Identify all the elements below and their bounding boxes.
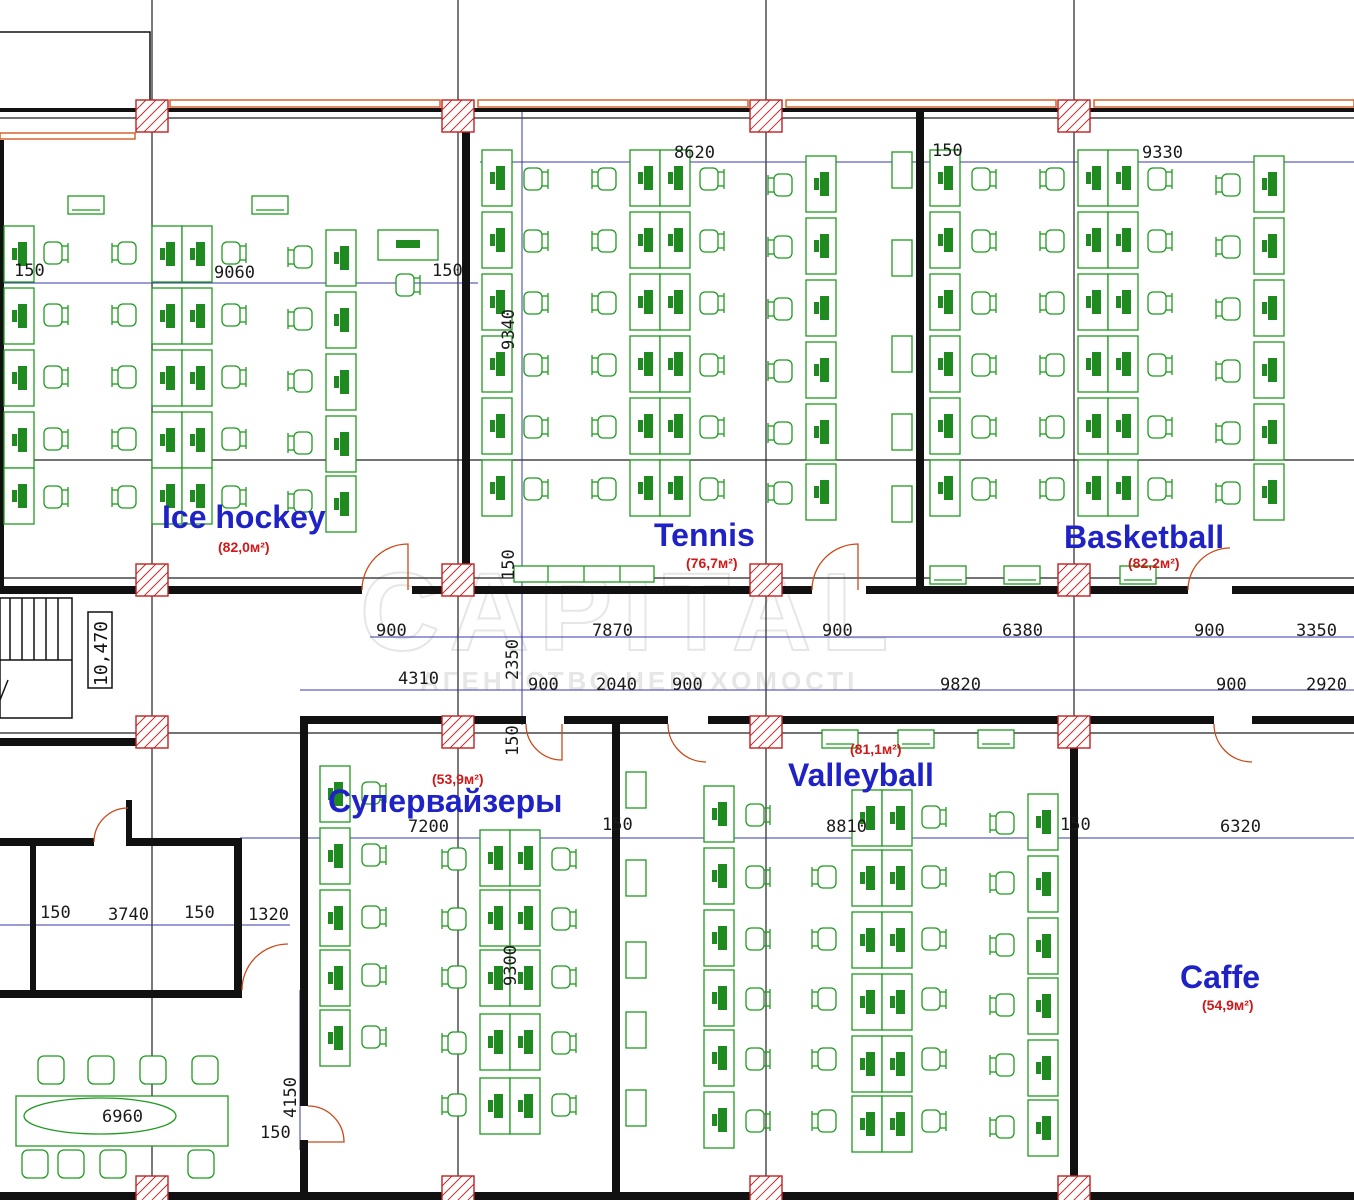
room-area-caffe: (54,9м²) — [1202, 997, 1254, 1013]
doors — [93, 543, 1253, 1143]
hatched-column-icon — [749, 99, 783, 133]
room-name-supervisors: Супервайзеры — [328, 783, 562, 819]
meeting-table — [15, 1055, 229, 1179]
hatched-column-icon — [1057, 1175, 1091, 1200]
elevation-label: 10,470 — [91, 621, 112, 686]
dim-label: 3350 — [1296, 621, 1337, 641]
room-area-basketball: (82,2м²) — [1128, 555, 1180, 571]
dim-label: 9300 — [501, 945, 521, 986]
dim-label: 4150 — [281, 1077, 301, 1118]
door-swing-icon — [361, 543, 409, 591]
hatched-column-icon — [1057, 715, 1091, 749]
furniture-basketball — [891, 149, 1285, 585]
window-strip — [0, 99, 1354, 140]
door-swing-icon — [307, 1105, 345, 1143]
dim-label: 150 — [184, 903, 215, 923]
dim-label: 3740 — [108, 905, 149, 925]
dim-label: 900 — [1194, 621, 1225, 641]
furniture-valleyball — [625, 729, 1059, 1157]
hatched-column-icon — [1057, 563, 1091, 597]
room-name-valleyball: Valleyball — [788, 757, 934, 793]
hatched-column-icon — [1057, 99, 1091, 133]
door-swing-icon — [241, 943, 289, 991]
dimension-labels: 150 9060 150 8620 9340 150 9330 150 900 … — [14, 141, 1347, 1143]
dim-label: 150 — [14, 261, 45, 281]
hatched-column-icon — [441, 99, 475, 133]
room-area-tennis: (76,7м²) — [686, 555, 738, 571]
hatched-column-icon — [749, 563, 783, 597]
room-name-basketball: Basketball — [1064, 519, 1224, 555]
dim-label: 8810 — [826, 817, 867, 837]
hatched-column-icon — [135, 715, 169, 749]
dim-label: 900 — [672, 675, 703, 695]
furniture-ice-hockey — [3, 195, 439, 533]
door-swing-icon — [811, 543, 859, 591]
hatched-column-icon — [441, 715, 475, 749]
hatched-column-icon — [135, 563, 169, 597]
hatched-column-icon — [135, 1175, 169, 1200]
dim-label: 900 — [528, 675, 559, 695]
dim-label: 9060 — [214, 263, 255, 283]
dim-label: 150 — [432, 261, 463, 281]
door-swing-icon — [525, 723, 563, 761]
walls — [0, 31, 1354, 1200]
door-swing-icon — [667, 723, 707, 763]
room-labels: Ice hockey (82,0м²) Tennis (76,7м²) Bask… — [162, 499, 1260, 1013]
dim-label: 900 — [376, 621, 407, 641]
dim-label: 6320 — [1220, 817, 1261, 837]
door-swing-icon — [1213, 723, 1253, 763]
hatched-column-icon — [441, 563, 475, 597]
dim-label: 2350 — [503, 639, 523, 680]
hatched-column-icon — [441, 1175, 475, 1200]
dim-label: 150 — [40, 903, 71, 923]
hatched-column-icon — [135, 99, 169, 133]
dim-label: 2920 — [1306, 675, 1347, 695]
dim-label: 150 — [499, 549, 519, 580]
dim-label: 8620 — [674, 143, 715, 163]
room-name-tennis: Tennis — [654, 517, 755, 553]
dim-label: 2040 — [596, 675, 637, 695]
dim-label: 900 — [822, 621, 853, 641]
hatched-column-icon — [749, 715, 783, 749]
hatched-column-icon — [749, 1175, 783, 1200]
svg-text:АГЕНТСТВО НЕРУХОМОСТІ: АГЕНТСТВО НЕРУХОМОСТІ — [420, 666, 858, 696]
furniture-tennis — [481, 149, 837, 583]
dim-label: 6380 — [1002, 621, 1043, 641]
dim-label: 7870 — [592, 621, 633, 641]
dim-label: 150 — [503, 725, 523, 756]
dim-label: 6960 — [102, 1107, 143, 1127]
stairs-icon — [0, 597, 113, 719]
dim-label: 150 — [260, 1123, 291, 1143]
room-area-supervisors: (53,9м²) — [432, 771, 484, 787]
dim-label: 1320 — [248, 905, 289, 925]
dim-label: 4310 — [398, 669, 439, 689]
dim-label: 7200 — [408, 817, 449, 837]
room-name-ice-hockey: Ice hockey — [162, 499, 326, 535]
dim-label: 9330 — [1142, 143, 1183, 163]
room-area-valleyball: (81,1м²) — [850, 741, 902, 757]
dim-label: 150 — [932, 141, 963, 161]
dim-label: 9820 — [940, 675, 981, 695]
dim-label: 150 — [1060, 815, 1091, 835]
door-swing-icon — [93, 807, 129, 843]
dim-label: 150 — [602, 815, 633, 835]
dim-label: 9340 — [499, 309, 519, 350]
room-name-caffe: Caffe — [1180, 959, 1260, 995]
dim-label: 900 — [1216, 675, 1247, 695]
door-swing-icon — [1187, 547, 1231, 591]
room-area-ice-hockey: (82,0м²) — [218, 539, 270, 555]
